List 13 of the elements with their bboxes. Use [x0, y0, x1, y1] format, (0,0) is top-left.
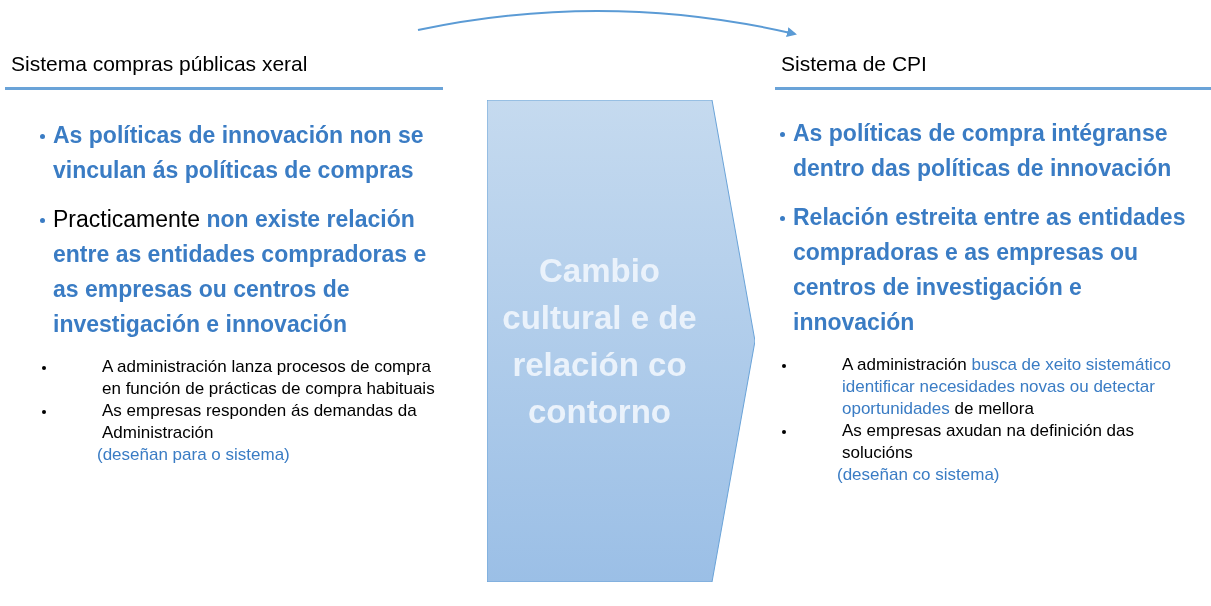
note-text: (deseñan co sistema) [837, 464, 1001, 486]
section-heading: Sistema compras públicas xeral [5, 40, 443, 90]
curved-arrow [417, 10, 797, 38]
bullet-text: Relación estreita entre as entidades compradoras e as empresas ou centros de investigación e innovación [793, 203, 1187, 337]
bullet-text: As empresas responden ás demandas da Administración [102, 400, 418, 444]
bullet-text: A administración lanza procesos de compra en función de prácticas de compra habituais [102, 356, 436, 400]
bullet-text: A administración busca de xeito sistemático identificar necesidades novas ou detectar oportunidades de mellora [842, 354, 1172, 420]
note-text: (deseñan para o sistema) [97, 444, 291, 466]
bullet-text: Practicamente non existe relación entre as entidades compradoras e as empresas ou centros de investigación e innovación [53, 205, 428, 339]
bullet-text: As políticas de innovación non se vinculan ás políticas de compras [53, 121, 425, 185]
bullet-text: As políticas de compra intégranse dentro das políticas de innovación [793, 119, 1173, 183]
section-heading: Sistema de CPI [775, 40, 1211, 90]
bullet-text: As empresas axudan na definición das solucións [842, 420, 1135, 464]
